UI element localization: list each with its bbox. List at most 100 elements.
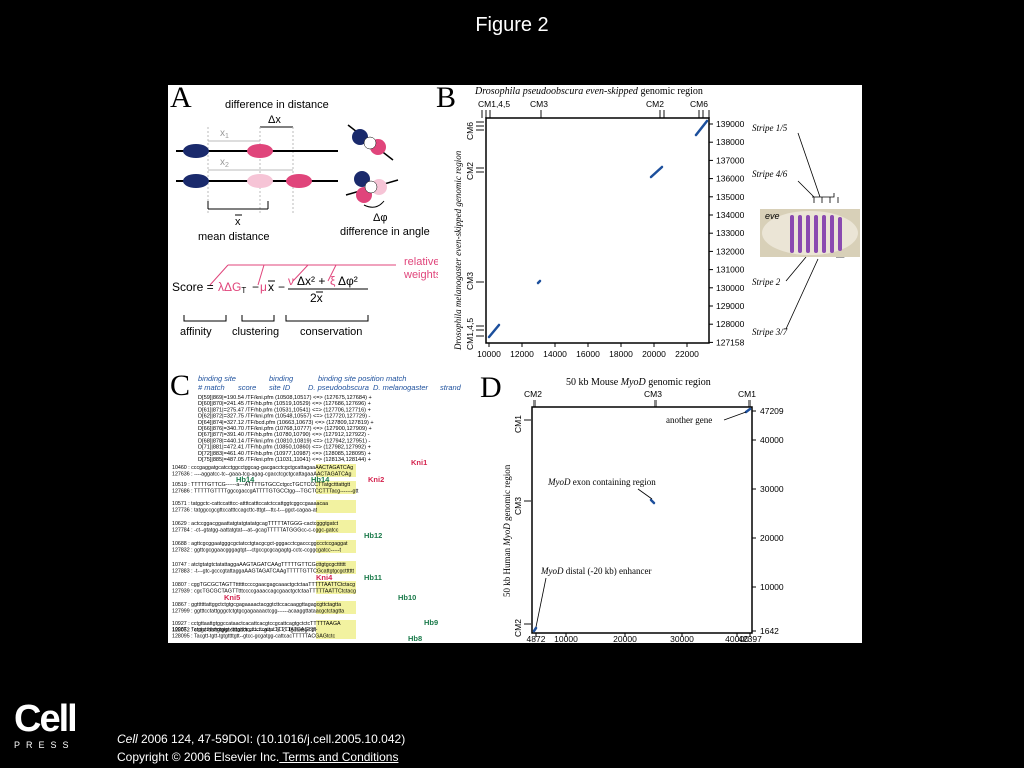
panel-d-letter: D	[480, 371, 502, 404]
dphi2-term: Δφ²	[338, 274, 358, 288]
c-hit-row: D[66]|876|=340.70 /TF/kni.pfm (10768,107…	[198, 426, 372, 432]
tag-kni4: Kni4	[316, 573, 333, 582]
panel-d-title: 50 kb Mouse MyoD genomic region	[566, 377, 711, 388]
c-align-highlight	[316, 520, 356, 533]
tag-hb11: Hb11	[364, 573, 382, 582]
d-xtick-label: 10000	[554, 634, 578, 643]
tag-kni2: Kni2	[368, 475, 384, 484]
denom-term: 2x	[310, 291, 323, 305]
c-hdr-binding-site: binding site	[198, 374, 236, 383]
c-hdr-site-id: site ID	[269, 383, 291, 392]
b-ytick-label: 136000	[716, 174, 745, 184]
panel-c-letter: C	[170, 369, 191, 402]
c-align-row-b: 128052 : cctgc-aattgtggccataactc--------…	[172, 628, 338, 634]
c-align-row-b: 127999 : ggtttcctattgggctctgtgcgagaaaact…	[172, 609, 344, 615]
cm-left-3: CM3	[465, 272, 475, 290]
b-ytick-label: 135000	[716, 192, 745, 202]
b-ytick-label: 129000	[716, 301, 745, 311]
c-align-row-b: 127883 : -t---gtc-gcccgtattaggaAAGTAGATC…	[172, 569, 355, 575]
c-align-highlight	[316, 481, 356, 494]
tag-kni1: Kni1	[411, 458, 427, 467]
dx2-term: Δx² +	[297, 274, 325, 288]
panel-d-y-axis-label: 50 kb Human MyoD genomic region	[502, 464, 512, 597]
cm-top-2: CM3	[530, 99, 548, 109]
b-ytick-label: 134000	[716, 210, 745, 220]
xi-term: ξ	[330, 274, 336, 288]
c-hdr-binding: binding	[269, 374, 294, 383]
panel-b-title: Drosophila pseudoobscura even-skipped ge…	[474, 86, 703, 97]
tag-hb8: Hb8	[408, 634, 422, 643]
minus-one: −	[252, 280, 259, 294]
c-align-row-b: 128095 : Tacgtt-tgtt-tgtgttttgtt--gtcc-g…	[172, 634, 336, 640]
mu-term: μ	[260, 280, 267, 294]
c-hdr-match: # match	[198, 383, 225, 392]
b-xtick-label: 14000	[543, 349, 567, 359]
c-align-row-b: 127636 : ----aggatcc-tc--gaaa-tcg-agag-c…	[172, 472, 351, 478]
c-hit-row: D[67]|877|=391.40 /TF/hb.pfm (10780,1079…	[198, 432, 370, 438]
c-align-row-a: 10867 : ggttttttattggctctgtgcgagaaaactac…	[172, 602, 341, 608]
weights-label: weights	[403, 269, 438, 281]
d-cm-left-3: CM2	[513, 619, 523, 637]
diff-angle-label: difference in angle	[340, 226, 430, 238]
b-ytick-label: 132000	[716, 246, 745, 256]
c-align-row-a: 10519 : TTTTTGTTCG------a---ATTTTGTGCCct…	[172, 482, 351, 488]
tag-hb14a: Hb14	[236, 475, 255, 484]
b-ytick-label: 130000	[716, 283, 745, 293]
affinity-label: affinity	[180, 326, 212, 338]
c-hit-row: D[72]|883|=461.40 /TF/hb.pfm (10977,1098…	[198, 451, 371, 457]
minus-two: −	[278, 280, 285, 294]
logo-cell: Cell	[14, 698, 78, 740]
c-hit-row: D[75]|885|=487.05 /TF/kni.pfm (11031,110…	[198, 457, 371, 463]
b-xtick-label: 18000	[609, 349, 633, 359]
delta-x-label: Δx	[268, 114, 281, 126]
d-ytick-label: 1642	[760, 626, 779, 636]
b-xtick-label: 20000	[642, 349, 666, 359]
c-align-row-a: 10629 : actccggacggaattatgtatgtatatgcagT…	[172, 521, 339, 527]
clustering-label: clustering	[232, 326, 279, 338]
score-label: Score =	[172, 280, 214, 294]
logo-press: PRESS	[14, 740, 75, 750]
panel-d: 50 kb Mouse MyoD genomic region CM2 CM3 …	[502, 377, 784, 643]
eve-label: eve	[765, 211, 780, 221]
d-cm-left-2: CM3	[513, 497, 523, 515]
citation-doi: 2006 124, 47-59DOI: (10.1016/j.cell.2005…	[137, 732, 406, 746]
panel-a: difference in distance Δx x1 x2 x mean d…	[172, 99, 438, 338]
c-hdr-dpse: D. pseudoobscura	[308, 383, 369, 392]
c-hit-row: D[59]|869|=190.54 /TF/kni.pfm (10508,105…	[198, 395, 372, 401]
x1-label: x1	[220, 128, 229, 140]
tag-hb9: Hb9	[424, 618, 438, 627]
panel-b: Drosophila pseudoobscura even-skipped ge…	[453, 86, 860, 359]
d-cm-top-1: CM2	[524, 389, 542, 399]
diff-distance-label: difference in distance	[225, 99, 329, 111]
mean-distance-label: mean distance	[198, 231, 270, 243]
x2-label: x2	[220, 157, 229, 169]
ann-exon-region: MyoD exon containing region	[547, 477, 656, 487]
c-align-highlight	[316, 601, 356, 614]
c-align-highlight	[316, 500, 356, 513]
b-xtick-label: 22000	[675, 349, 699, 359]
xbar-label: x	[235, 216, 241, 228]
d-ytick-label: 20000	[760, 533, 784, 543]
b-ytick-label: 138000	[716, 137, 745, 147]
citation-ref: Cell 2006 124, 47-59DOI: (10.1016/j.cell…	[117, 730, 405, 748]
cm-top-1: CM1,4,5	[478, 99, 510, 109]
d-cm-left-1: CM1	[513, 415, 523, 433]
terms-link[interactable]: Terms and Conditions	[279, 750, 399, 764]
d-cm-top-3: CM1	[738, 389, 756, 399]
cm-left-4: CM1,4,5	[465, 318, 475, 350]
panel-b-y-axis-label: Drosophila melanogaster even-skipped gen…	[453, 150, 463, 351]
b-ytick-label: 133000	[716, 228, 745, 238]
ann-another-gene: another gene	[666, 415, 712, 425]
c-hdr-strand: strand	[440, 383, 462, 392]
c-hit-list: D[59]|869|=190.54 /TF/kni.pfm (10508,105…	[198, 395, 374, 463]
tag-hb10: Hb10	[398, 593, 416, 602]
figure-panel: A difference in distance Δx x1 x2 x mean…	[168, 85, 862, 643]
c-hit-row: D[71]|881|=472.41 /TF/hb.pfm (10850,1086…	[198, 445, 371, 451]
nu-term: ν	[288, 274, 294, 288]
c-align-row-b: 127939 : cgcTGCGCTAGTTtttccccgaaaccagcga…	[172, 589, 356, 595]
c-alignment: 10460 : cccgaggatgcatcctggcctggcag-gacga…	[172, 464, 359, 640]
b-ytick-label: 127158	[716, 337, 745, 347]
relative-label: relative	[404, 256, 438, 268]
c-align-row-b: 127736 : tatggccgcgttccatttccagcttc-tttg…	[172, 508, 318, 514]
c-align-row-a: 10987 : Tatgtctttttctctgtgt-ttttgttttcgt…	[172, 627, 318, 633]
